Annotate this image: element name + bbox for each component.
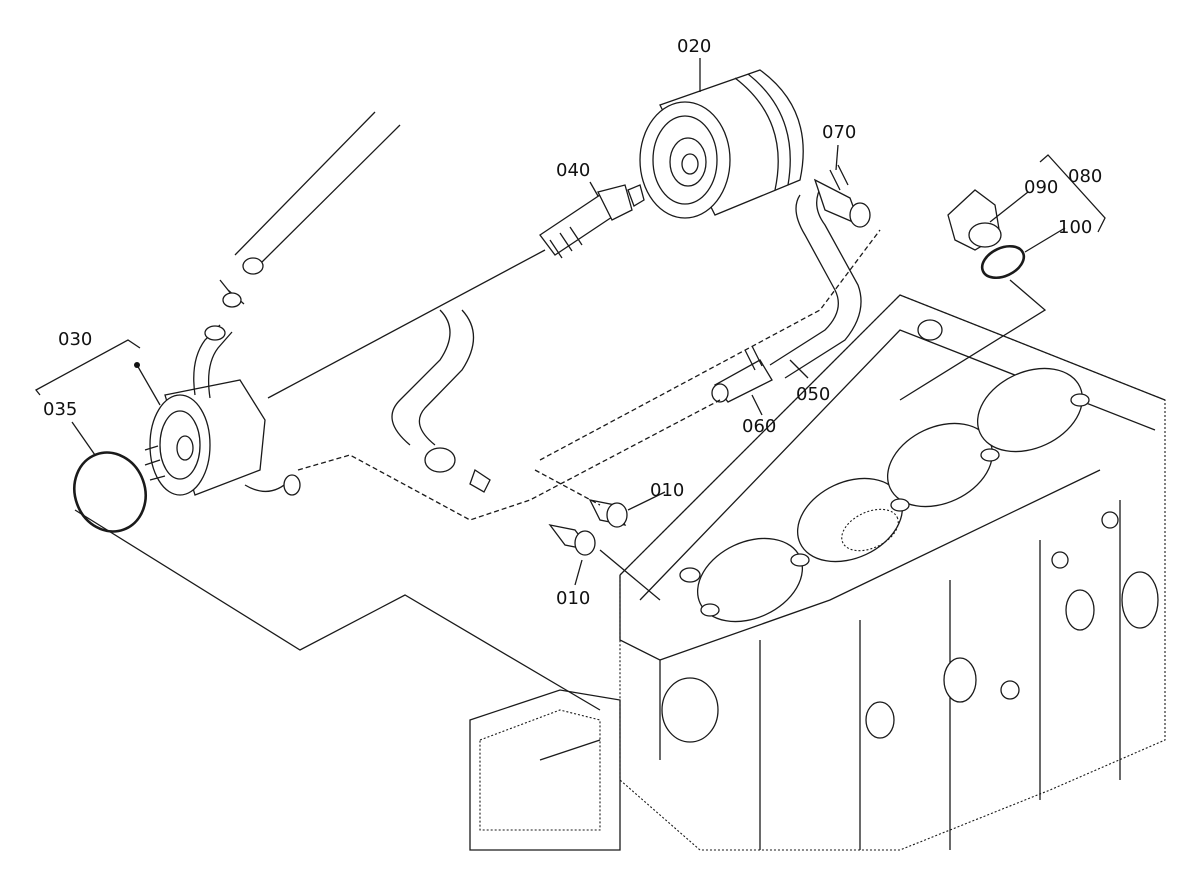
callout-060: 060 bbox=[742, 416, 776, 437]
assembly-line-pipe-upper bbox=[539, 229, 881, 461]
upper-hose bbox=[219, 111, 401, 308]
assembly-line-pipe bbox=[297, 399, 721, 521]
clamp-060 bbox=[711, 345, 773, 403]
callout-020: 020 bbox=[677, 36, 711, 57]
nipple-040 bbox=[539, 184, 645, 259]
callout-070: 070 bbox=[822, 122, 856, 143]
axis-line-nipple bbox=[267, 249, 546, 399]
engine-block bbox=[469, 294, 1166, 851]
callout-090: 090 bbox=[1024, 177, 1058, 198]
callout-100: 100 bbox=[1058, 217, 1092, 238]
oil-cooler bbox=[144, 324, 301, 496]
fitting-010-upper bbox=[588, 499, 628, 528]
axis-line-fitting bbox=[599, 549, 661, 601]
callout-010-lower: 010 bbox=[556, 588, 590, 609]
callout-030: 030 bbox=[58, 329, 92, 350]
callout-dot bbox=[134, 362, 140, 368]
assembly-line-clamp bbox=[534, 469, 601, 506]
axis-line-cooler bbox=[74, 509, 601, 711]
fitting-010-lower bbox=[548, 524, 596, 556]
callout-050: 050 bbox=[796, 384, 830, 405]
clamp-070 bbox=[813, 164, 871, 228]
o-ring-100 bbox=[980, 244, 1026, 280]
pipe-050 bbox=[769, 184, 862, 379]
callout-035: 035 bbox=[43, 399, 77, 420]
callout-010-upper: 010 bbox=[650, 480, 684, 501]
middle-hose bbox=[391, 309, 491, 493]
oil-filter bbox=[639, 69, 804, 219]
callout-080: 080 bbox=[1068, 166, 1102, 187]
filler-cap-090 bbox=[947, 189, 1002, 251]
o-ring-035 bbox=[73, 451, 147, 533]
axis-line-cap bbox=[899, 279, 1047, 401]
callout-040: 040 bbox=[556, 160, 590, 181]
